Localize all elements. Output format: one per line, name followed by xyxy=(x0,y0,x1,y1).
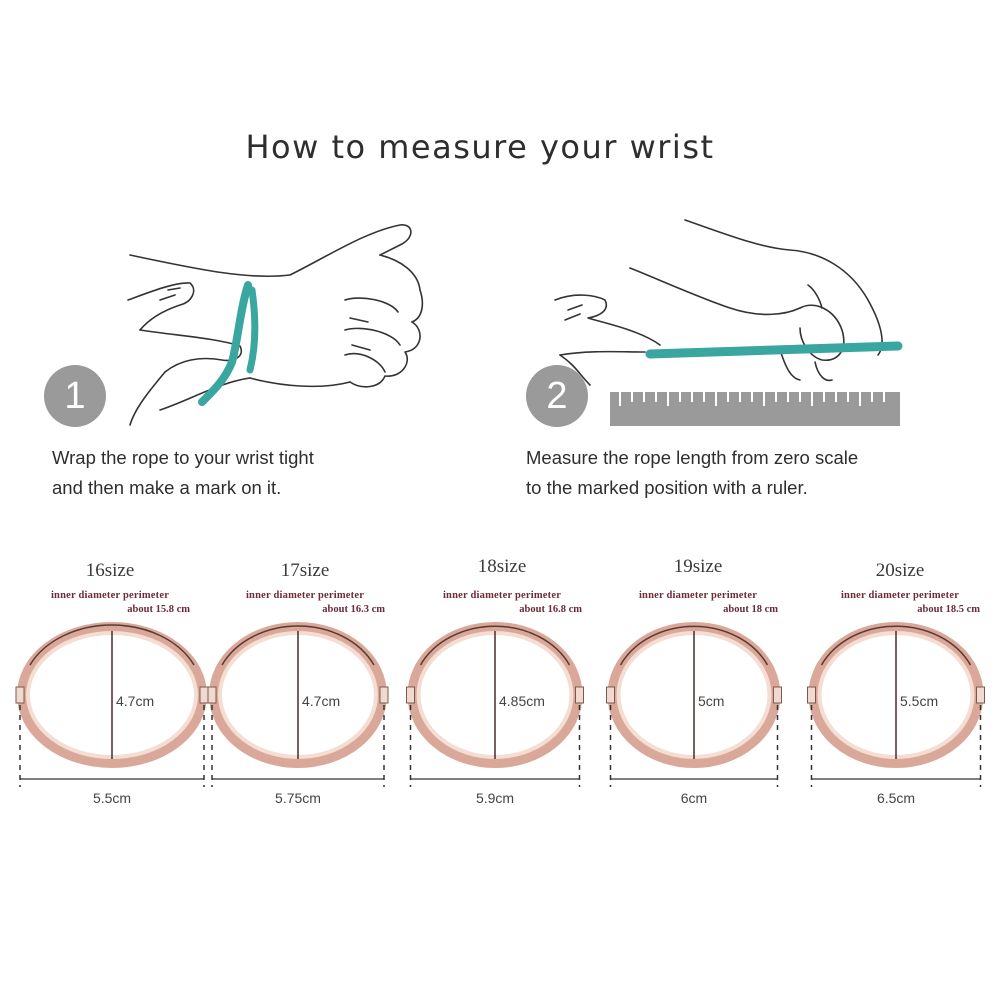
bangle-top-shadow xyxy=(419,625,571,666)
step-2-text: Measure the rope length from zero scale … xyxy=(526,447,859,498)
screw-icon xyxy=(976,686,985,704)
perimeter-value: about 16.8 cm xyxy=(519,604,582,615)
step-2-badge: 2 xyxy=(526,365,588,427)
step-1-badge: 1 xyxy=(44,365,106,427)
screw-icon xyxy=(807,686,816,704)
height-label: 5.5cm xyxy=(900,693,939,709)
bangle-top-shadow xyxy=(221,625,375,666)
bangle-diagram xyxy=(406,622,584,787)
width-label: 5.75cm xyxy=(275,790,321,806)
perimeter-value: about 16.3 cm xyxy=(322,604,385,615)
perimeter-label: inner diameter perimeter xyxy=(638,590,758,601)
screw-icon xyxy=(773,686,782,704)
size-title: 18size xyxy=(477,556,527,577)
height-label: 4.85cm xyxy=(499,693,545,709)
bangle-diagram xyxy=(807,622,985,787)
wrist-wrap-illustration xyxy=(127,224,424,426)
height-label: 5cm xyxy=(698,693,725,709)
size-title: 17size xyxy=(280,560,330,581)
screw-icon xyxy=(406,686,415,704)
width-label: 6cm xyxy=(680,790,708,806)
ruler-icon xyxy=(610,392,900,426)
page-title: How to measure your wrist xyxy=(245,128,715,166)
perimeter-label: inner diameter perimeter xyxy=(442,590,562,601)
screw-icon xyxy=(575,686,584,704)
bangle-diagram xyxy=(15,622,209,787)
bangle-top-shadow xyxy=(619,625,769,666)
height-label: 4.7cm xyxy=(302,693,341,709)
bangle-top-shadow xyxy=(820,625,972,666)
height-label: 4.7cm xyxy=(116,693,155,709)
perimeter-label: inner diameter perimeter xyxy=(50,590,170,601)
perimeter-value: about 15.8 cm xyxy=(127,604,190,615)
perimeter-label: inner diameter perimeter xyxy=(245,590,365,601)
screw-icon xyxy=(606,686,615,704)
width-label: 5.5cm xyxy=(92,790,132,806)
perimeter-label: inner diameter perimeter xyxy=(840,590,960,601)
bangle-top-shadow xyxy=(29,624,195,666)
screw-icon xyxy=(379,686,389,704)
size-title: 20size xyxy=(875,560,925,581)
measuring-illustrations xyxy=(127,219,903,426)
step-1-text: Wrap the rope to your wrist tight and th… xyxy=(52,447,314,498)
screw-icon xyxy=(207,686,217,704)
width-label: 6.5cm xyxy=(876,790,916,806)
screw-icon xyxy=(15,686,25,704)
rope-icon xyxy=(198,281,252,406)
perimeter-value: about 18.5 cm xyxy=(917,604,980,615)
size-title: 19size xyxy=(673,556,723,577)
ruler-measure-illustration xyxy=(554,219,883,386)
bangle-diagram xyxy=(207,622,389,787)
bangle-diagram xyxy=(606,622,782,787)
perimeter-value: about 18 cm xyxy=(723,604,778,615)
width-label: 5.9cm xyxy=(475,790,515,806)
size-title: 16size xyxy=(85,560,135,581)
